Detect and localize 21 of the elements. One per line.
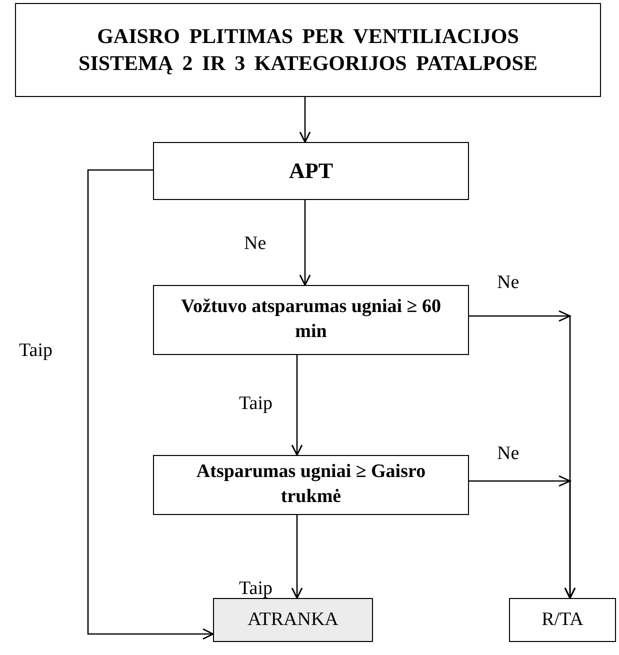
arrow — [469, 475, 576, 599]
arrow — [291, 355, 303, 456]
edge-label: Taip — [238, 578, 274, 600]
process-box — [153, 142, 469, 200]
arrow — [299, 97, 311, 143]
edge-label: Taip — [18, 340, 54, 362]
process-box — [153, 455, 469, 515]
box-text: GAISRO PLITIMAS PER VENTILIACIJOS SISTEMĄ 2 IR 3 KATEGORIJOS PATALPOSE — [78, 22, 538, 77]
box-text: R/TA — [542, 608, 584, 632]
arrow — [291, 515, 303, 599]
arrow — [299, 200, 311, 286]
arrow — [87, 169, 214, 640]
process-box — [509, 598, 616, 642]
title-box — [15, 3, 601, 97]
box-text: Vožtuvo atsparumas ugniai ≥ 60 min — [180, 295, 442, 344]
box-text: Atsparumas ugniai ≥ Gaisro trukmė — [195, 460, 427, 509]
edge-label: Taip — [238, 393, 274, 415]
box-text: ATRANKA — [248, 608, 338, 632]
process-box — [153, 285, 469, 355]
process-box — [213, 598, 373, 642]
box-text: APT — [289, 156, 333, 185]
